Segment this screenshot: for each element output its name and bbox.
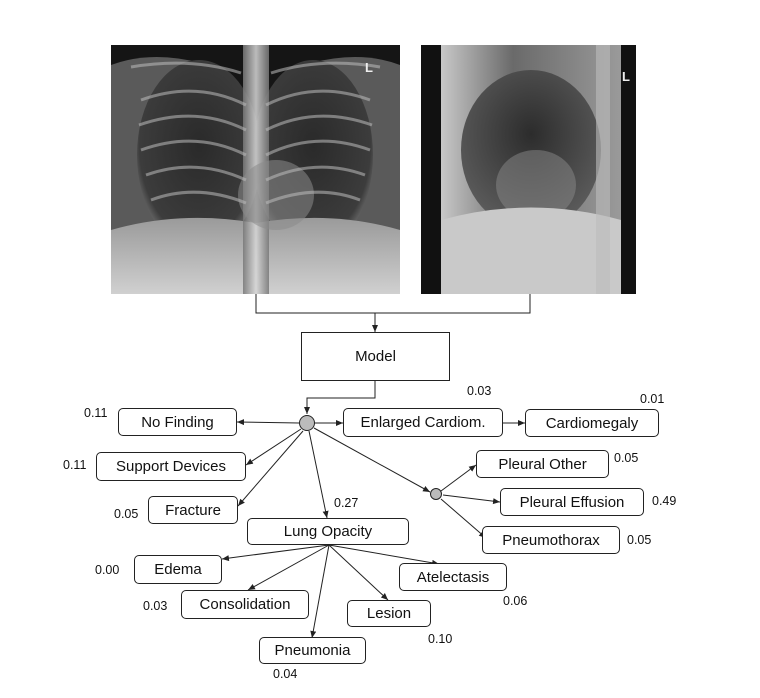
fracture-label: Fracture [165, 501, 221, 519]
pleural-effusion-label: Pleural Effusion [519, 493, 625, 511]
pneumonia-prob: 0.04 [273, 667, 298, 681]
pleural-other-label: Pleural Other [498, 455, 587, 473]
pleural-other-prob: 0.05 [614, 451, 639, 465]
edge-lung-to-lesion [328, 544, 389, 601]
pleural-other-box: Pleural Other [476, 450, 609, 478]
support-devices-box: Support Devices [96, 452, 246, 481]
edge-pleural-to-pneumothorax [440, 498, 487, 539]
consolidation-prob: 0.03 [143, 599, 168, 613]
consolidation-box: Consolidation [181, 590, 309, 619]
pneumonia-box: Pneumonia [259, 637, 366, 664]
pneumothorax-label: Pneumothorax [502, 531, 600, 549]
cardiomegaly-label: Cardiomegaly [545, 414, 639, 432]
edge-hub-to-pleural-hub [313, 427, 431, 493]
lateral-side-marker: L [622, 69, 630, 84]
fracture-box: Fracture [148, 496, 238, 524]
pleural-effusion-box: Pleural Effusion [500, 488, 644, 516]
atelectasis-prob: 0.06 [503, 594, 528, 608]
edge-hub-to-lung-opacity [308, 430, 329, 519]
lesion-box: Lesion [347, 600, 431, 627]
enlarged-cardiom-prob: 0.03 [467, 384, 492, 398]
edge-model-to-hub [304, 381, 376, 414]
edema-prob: 0.00 [95, 563, 120, 577]
edge-lung-to-pneumonia [310, 544, 330, 639]
enlarged-cardiom-label: Enlarged Cardiom. [360, 414, 486, 431]
edge-pleural-to-effusion [442, 494, 501, 505]
edge-pleural-to-other [440, 464, 477, 492]
edge-lung-to-edema [221, 544, 330, 562]
pneumothorax-prob: 0.05 [627, 533, 652, 547]
atelectasis-label: Atelectasis [416, 568, 490, 586]
edema-label: Edema [154, 561, 202, 578]
pleural-effusion-prob: 0.49 [652, 494, 677, 508]
lung-opacity-label: Lung Opacity [283, 523, 373, 540]
main-hub-node [299, 415, 315, 431]
lung-opacity-box: Lung Opacity [247, 518, 409, 545]
edge-lung-to-atelectasis [328, 544, 440, 566]
pleural-hub-node [430, 488, 442, 500]
fracture-prob: 0.05 [114, 507, 139, 521]
lung-opacity-prob: 0.27 [334, 496, 359, 510]
pneumothorax-box: Pneumothorax [482, 526, 620, 554]
edge-hub-to-fracture [237, 430, 304, 507]
frontal-side-marker: L [365, 60, 373, 75]
lesion-label: Lesion [366, 605, 412, 622]
cardiomegaly-prob: 0.01 [640, 392, 665, 406]
edge-lung-to-consolidation [247, 544, 330, 591]
pneumonia-label: Pneumonia [274, 642, 351, 659]
model-box: Model [301, 332, 450, 381]
no-finding-box: No Finding [118, 408, 237, 436]
enlarged-cardiom-box: Enlarged Cardiom. [343, 408, 503, 437]
no-finding-label: No Finding [141, 413, 214, 431]
edge-frontal-to-merge [255, 294, 531, 314]
frontal-xray-image: L [111, 45, 400, 294]
edge-hub-to-support-devices [245, 428, 302, 466]
lesion-prob: 0.10 [428, 632, 453, 646]
atelectasis-box: Atelectasis [399, 563, 507, 591]
no-finding-prob: 0.11 [84, 406, 108, 420]
lateral-xray-image: L [421, 45, 636, 294]
cardiomegaly-box: Cardiomegaly [525, 409, 659, 437]
edge-hub-to-no-finding [236, 419, 300, 426]
model-label: Model [355, 348, 396, 365]
support-devices-prob: 0.11 [63, 458, 87, 472]
consolidation-label: Consolidation [199, 596, 291, 613]
edema-box: Edema [134, 555, 222, 584]
support-devices-label: Support Devices [115, 458, 227, 475]
